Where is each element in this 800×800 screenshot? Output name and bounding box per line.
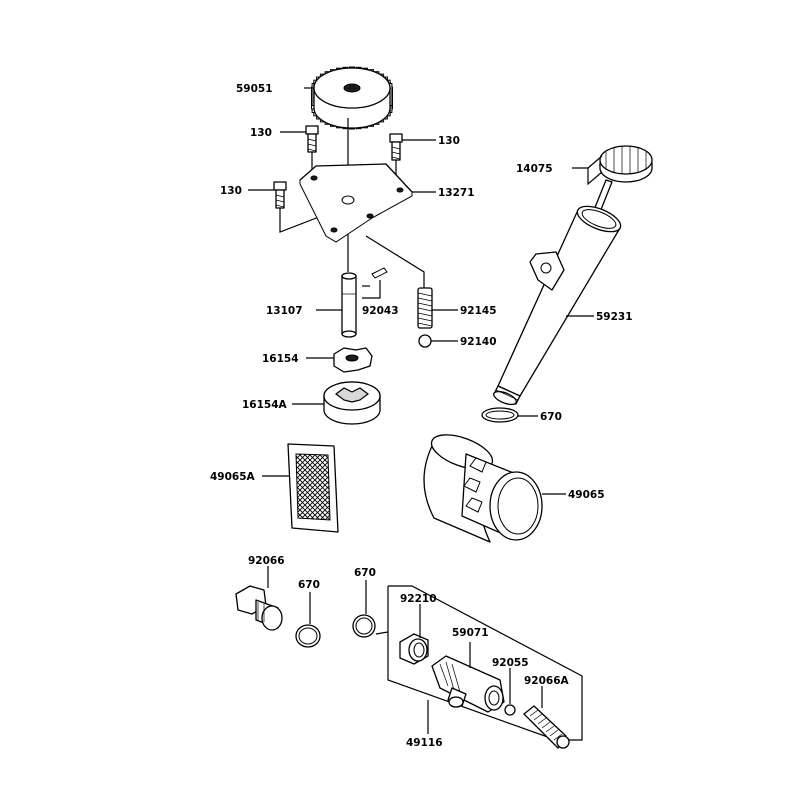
label-92145: 92145	[460, 305, 497, 317]
tube-part-59231	[493, 205, 622, 406]
bolt-part-130-c	[273, 181, 287, 209]
label-13107: 13107	[266, 305, 303, 317]
label-49065: 49065	[568, 489, 605, 501]
valve-part-59071	[431, 655, 505, 713]
label-670-a: 670	[540, 411, 562, 423]
gear-part-59051	[311, 66, 393, 130]
bolt-part-130-a	[305, 125, 319, 153]
label-130-c: 130	[220, 185, 242, 197]
label-130-a: 130	[250, 127, 272, 139]
nut-part-92210	[399, 633, 429, 665]
label-59071: 59071	[452, 627, 489, 639]
label-92043: 92043	[362, 305, 399, 317]
label-92140: 92140	[460, 336, 497, 348]
label-14075: 14075	[516, 163, 553, 175]
rotor-outer-part-16154A	[323, 381, 381, 425]
plate-part-13271	[299, 163, 413, 243]
rotor-inner-part-16154	[333, 347, 373, 373]
dipstick-part-14075	[593, 145, 653, 213]
label-49116: 49116	[406, 737, 443, 749]
label-92066A: 92066A	[524, 675, 570, 687]
plug-part-92066	[235, 585, 283, 631]
label-16154A: 16154A	[242, 399, 288, 411]
bolt-part-130-b	[389, 133, 403, 161]
assembly-box-49116	[375, 585, 583, 741]
label-13271: 13271	[438, 187, 475, 199]
shaft-part-13107	[341, 272, 357, 338]
label-670-c: 670	[354, 567, 376, 579]
label-670-b: 670	[298, 579, 320, 591]
label-130-b: 130	[438, 135, 460, 147]
bolt-part-92066A	[523, 705, 570, 749]
label-92066: 92066	[248, 555, 285, 567]
label-59231: 59231	[596, 311, 633, 323]
washer-part-92055	[504, 704, 516, 716]
filter-part-49065	[423, 434, 543, 543]
label-92210: 92210	[400, 593, 437, 605]
ball-part-92140	[418, 334, 432, 348]
pin-part-92043	[371, 267, 388, 279]
label-16154: 16154	[262, 353, 299, 365]
label-92055: 92055	[492, 657, 529, 669]
spring-part-92145	[417, 287, 433, 329]
label-49065A: 49065A	[210, 471, 256, 483]
label-59051: 59051	[236, 83, 273, 95]
screen-part-49065A	[287, 443, 339, 533]
